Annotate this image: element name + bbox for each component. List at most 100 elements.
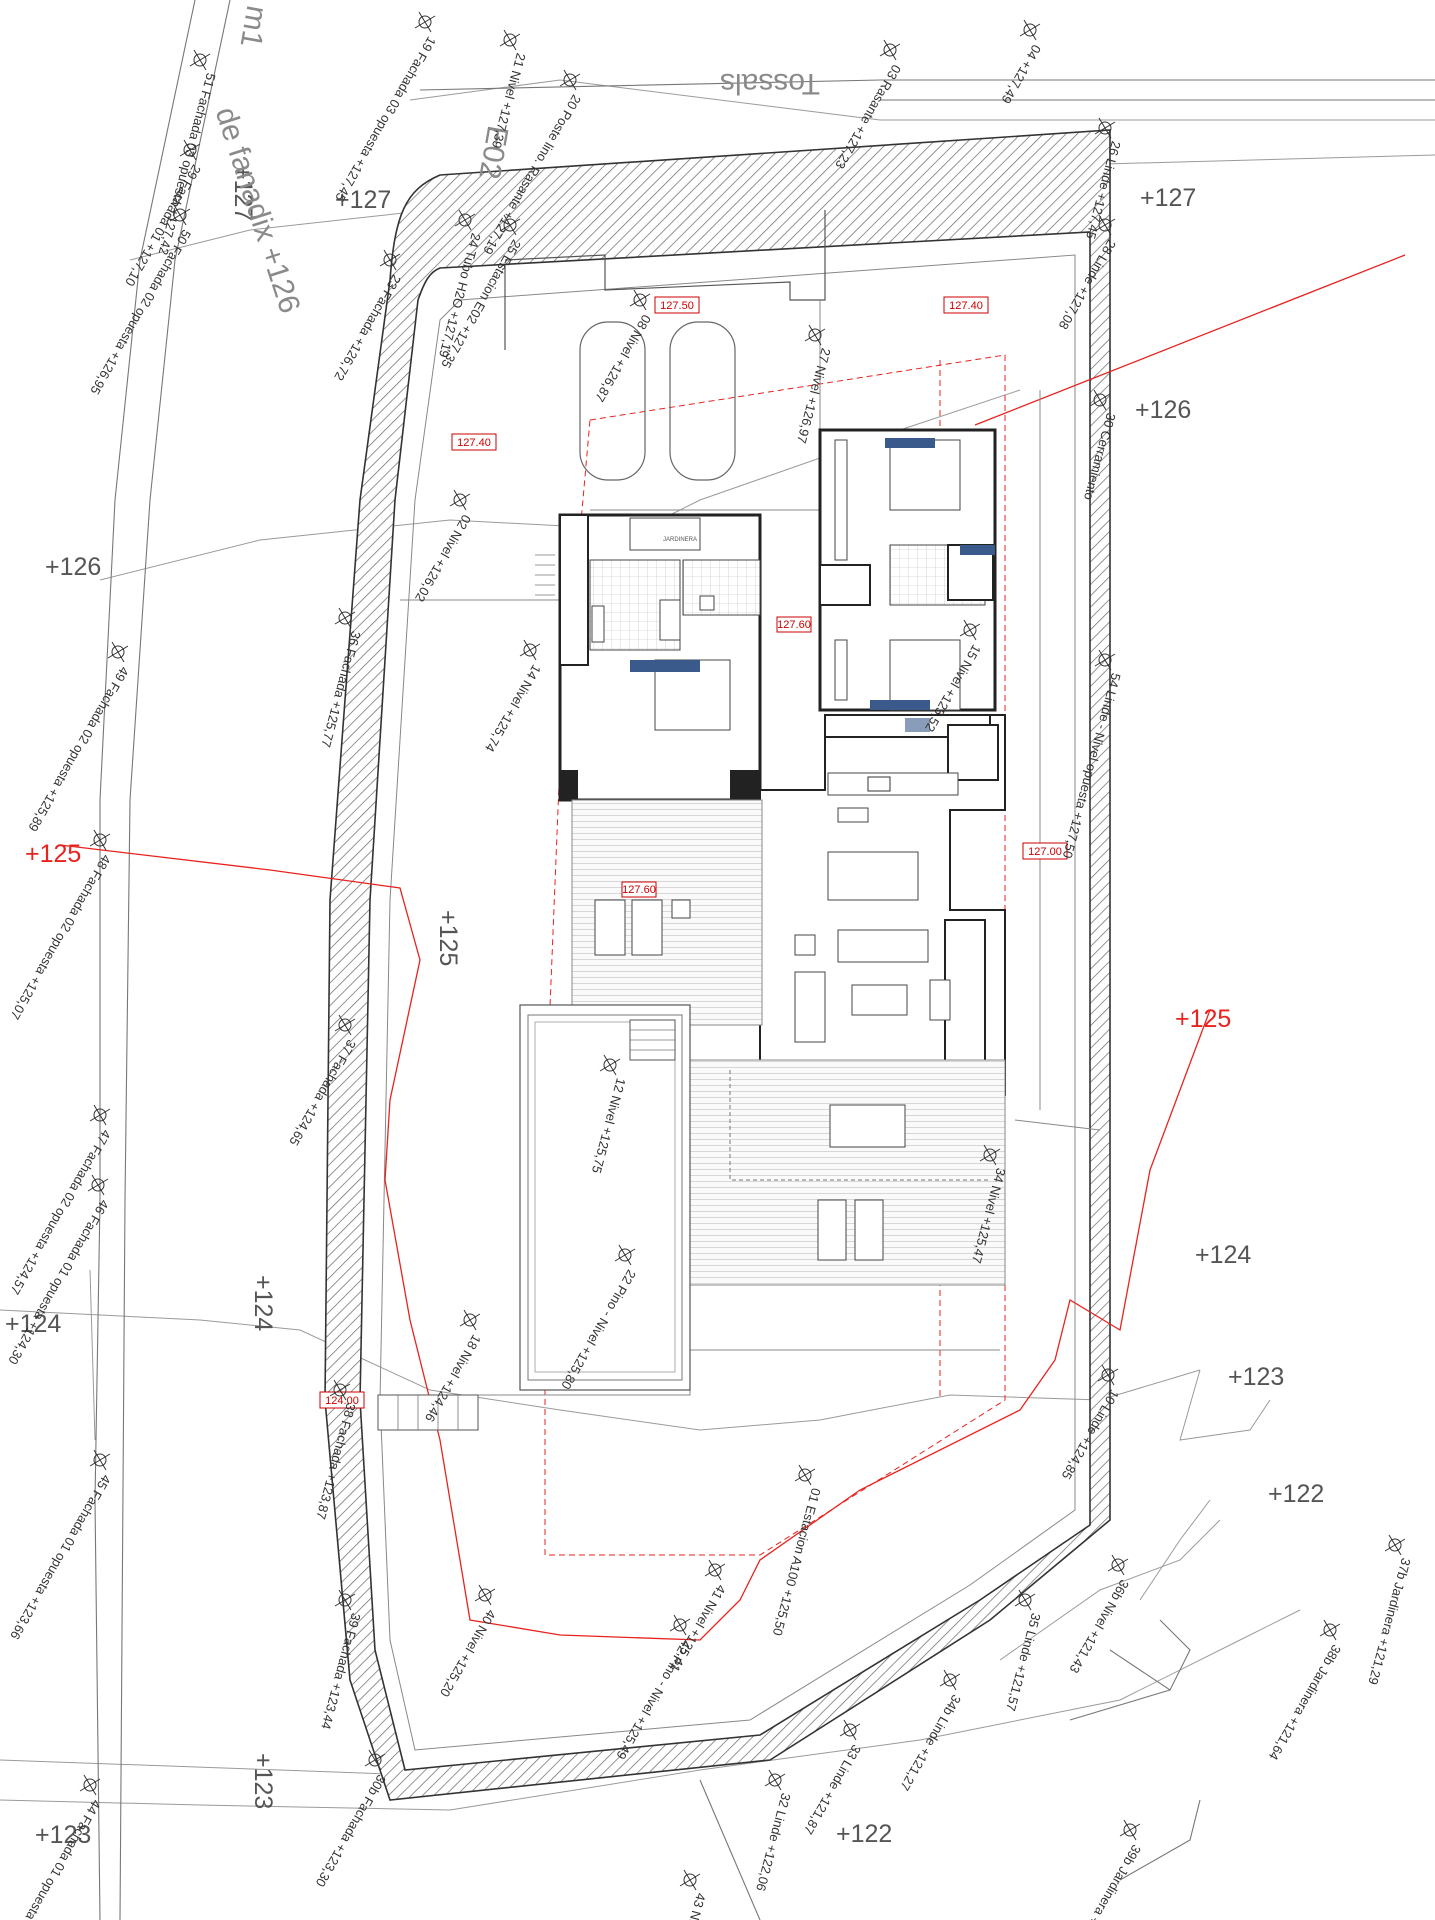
survey-marker-icon xyxy=(963,623,977,637)
survey-label: 34b Linde +121,27 xyxy=(897,1692,964,1793)
contour-label: +124 xyxy=(5,1310,61,1338)
level-box xyxy=(319,1391,365,1409)
survey-label: 36b Nivel +121,43 xyxy=(1066,1577,1132,1676)
survey-marker-icon xyxy=(1093,393,1107,407)
level-box xyxy=(621,881,657,898)
survey-cross-icon xyxy=(1319,1619,1341,1641)
survey-point: 27 Nivel +126,97 xyxy=(794,324,834,445)
street-name: Tossals xyxy=(720,67,820,100)
survey-cross-icon xyxy=(1094,649,1116,671)
survey-marker-icon xyxy=(418,15,432,29)
survey-cross-icon xyxy=(189,49,211,71)
survey-label: 04 +127,49 xyxy=(998,42,1044,106)
survey-label: 39b Jardinera +121,80 xyxy=(1066,1842,1144,1920)
survey-marker-icon xyxy=(453,493,467,507)
survey-marker-icon xyxy=(843,1723,857,1737)
survey-cross-icon xyxy=(519,639,541,661)
survey-marker-icon xyxy=(173,208,187,222)
survey-label: 48 Fachada 02 opuesta +125,07 xyxy=(7,852,114,1022)
survey-marker-icon xyxy=(383,253,397,267)
survey-cross-icon xyxy=(474,1584,496,1606)
contour-label: +124 xyxy=(249,1275,277,1331)
contour-label: +127 xyxy=(1140,184,1196,212)
survey-point: 45 Fachada 01 opuesta +123,66 xyxy=(7,1449,114,1642)
street-name: de fanadix +126 xyxy=(209,103,307,317)
survey-cross-icon xyxy=(499,214,521,236)
survey-marker-icon xyxy=(338,1593,352,1607)
survey-marker-icon xyxy=(503,33,517,47)
survey-cross-icon xyxy=(794,1464,816,1486)
survey-marker-icon xyxy=(183,143,197,157)
survey-label: 19 Fachada 03 opuesta +127,45 xyxy=(332,34,439,204)
survey-cross-icon xyxy=(614,1244,636,1266)
survey-point: 50 Fachada 02 opuesta +126,95 xyxy=(87,204,194,397)
survey-cross-icon xyxy=(1097,1364,1119,1386)
survey-cross-icon xyxy=(959,619,981,641)
survey-label: 32 Linde +122,06 xyxy=(753,1791,794,1892)
survey-marker-icon xyxy=(633,293,647,307)
survey-point: 32 Linde +122,06 xyxy=(753,1769,794,1893)
survey-marker-icon xyxy=(93,1453,107,1467)
survey-marker-icon xyxy=(83,1778,97,1792)
survey-cross-icon xyxy=(704,1559,726,1581)
survey-cross-icon xyxy=(1019,19,1041,41)
survey-point: 49 Fachada 02 opuesta +125,89 xyxy=(25,641,132,834)
survey-marker-icon xyxy=(1018,1593,1032,1607)
level-text: 124.00 xyxy=(325,1395,359,1407)
survey-marker-icon xyxy=(91,1178,105,1192)
survey-point: 34b Linde +121,27 xyxy=(897,1669,964,1793)
survey-cross-icon xyxy=(334,607,356,629)
survey-cross-icon xyxy=(1384,1534,1406,1556)
survey-point: 38b Jardinera +121,64 xyxy=(1266,1619,1344,1763)
survey-label: 01 Estacion A100 +125,50 xyxy=(770,1486,824,1637)
survey-cross-icon xyxy=(414,11,436,33)
survey-cross-icon xyxy=(804,324,826,346)
survey-point: 40 Nivel +125,20 xyxy=(437,1584,499,1699)
survey-cross-icon xyxy=(979,1144,1001,1166)
survey-cross-icon xyxy=(559,69,581,91)
survey-marker-icon xyxy=(1111,1558,1125,1572)
survey-cross-icon xyxy=(1089,389,1111,411)
survey-cross-icon xyxy=(879,39,901,61)
level-text: 127.60 xyxy=(622,884,656,896)
survey-cross-icon xyxy=(454,209,476,231)
survey-label: 38b Jardinera +121,64 xyxy=(1266,1642,1344,1762)
survey-point: 02 Nivel +126,02 xyxy=(412,489,474,604)
survey-cross-icon xyxy=(669,1614,691,1636)
level-text: 127.40 xyxy=(457,437,491,449)
contour-label: +127 xyxy=(229,165,257,221)
survey-cross-icon xyxy=(87,1174,109,1196)
survey-marker-icon xyxy=(111,645,125,659)
survey-marker-icon xyxy=(338,1018,352,1032)
red-boundary-lines xyxy=(59,254,1406,1641)
survey-point: 43 Nivel +122,26 xyxy=(669,1869,709,1920)
level-text: 127.50 xyxy=(660,300,694,312)
survey-marker-icon xyxy=(798,1468,812,1482)
survey-marker-icon xyxy=(523,643,537,657)
survey-cross-icon xyxy=(107,641,129,663)
survey-cross-icon xyxy=(939,1669,961,1691)
survey-cross-icon xyxy=(839,1719,861,1741)
survey-marker-icon xyxy=(478,1588,492,1602)
survey-cross-icon xyxy=(1119,1819,1141,1841)
survey-label: 30b Fachada +123,30 xyxy=(313,1772,389,1889)
survey-point: 19 Fachada 03 opuesta +127,45 xyxy=(332,11,439,204)
survey-marker-icon xyxy=(883,43,897,57)
survey-point: 37b Jardinera +121,29 xyxy=(1365,1534,1414,1686)
survey-marker-icon xyxy=(1098,121,1112,135)
survey-marker-icon xyxy=(1123,1823,1137,1837)
survey-marker-icon xyxy=(368,1753,382,1767)
survey-marker-icon xyxy=(708,1563,722,1577)
survey-point: 35 Linde +121,57 xyxy=(1003,1589,1044,1713)
survey-marker-icon xyxy=(333,1383,347,1397)
survey-marker-icon xyxy=(458,213,472,227)
survey-label: 43 Nivel +122,26 xyxy=(669,1891,709,1920)
level-markers: 127.50 127.40 127.40 127.60 127.60 127.0… xyxy=(319,296,1068,1409)
survey-marker-icon xyxy=(1323,1623,1337,1637)
level-box xyxy=(451,433,497,451)
survey-label: 37b Jardinera +121,29 xyxy=(1365,1556,1413,1686)
survey-marker-icon xyxy=(338,611,352,625)
survey-marker-icon xyxy=(808,328,822,342)
contour-label: +125 xyxy=(1175,1005,1231,1033)
